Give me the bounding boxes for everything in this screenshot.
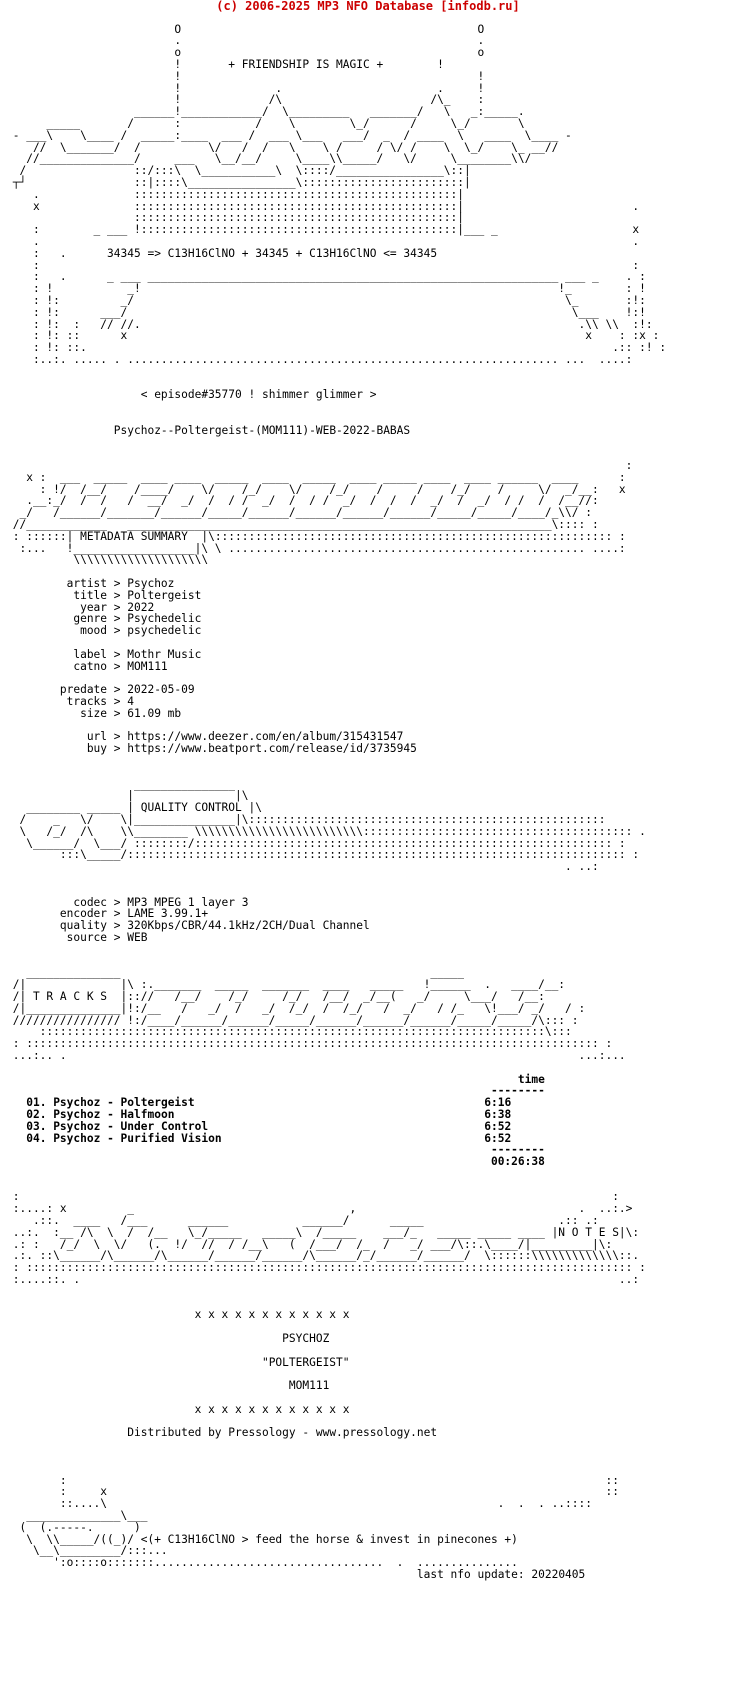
notes-album: "POLTERGEIST" [261, 1355, 350, 1369]
meta-year: 2022 [127, 600, 155, 614]
notes-distributed: Distributed by Pressology - www.pressolo… [127, 1426, 438, 1440]
metadata-section-title: METADATA SUMMARY [80, 529, 188, 543]
track-1-title: Psychoz - Poltergeist [53, 1096, 195, 1110]
meta-buy: https://www.beatport.com/release/id/3735… [127, 742, 417, 756]
header-episode: < episode#35770 ! shimmer glimmer > [140, 388, 377, 402]
track-3-time: 6:52 [484, 1119, 512, 1133]
quality-encoder: LAME 3.99.1+ [127, 907, 209, 921]
tracks-time-header: time [517, 1072, 545, 1086]
meta-title: Poltergeist [127, 588, 202, 602]
quality-section-title: QUALITY CONTROL [140, 801, 242, 815]
meta-genre: Psychedelic [127, 612, 202, 626]
tracks-total: 00:26:38 [490, 1155, 545, 1169]
quality-source: WEB [127, 930, 148, 944]
meta-mood: psychedelic [127, 624, 202, 638]
header-title: + FRIENDSHIP IS MAGIC + [228, 57, 384, 71]
meta-artist: Psychoz [127, 577, 175, 591]
track-2-title: Psychoz - Halfmoon [53, 1107, 175, 1121]
track-1-num: 01. [26, 1096, 47, 1110]
header-formula: 34345 => C13H16ClNO + 34345 + C13H16ClNO… [107, 246, 438, 260]
notes-catno: MOM111 [288, 1379, 330, 1393]
quality-codec: MP3 MPEG 1 layer 3 [127, 895, 249, 909]
meta-url: https://www.deezer.com/en/album/31543154… [127, 730, 404, 744]
notes-stars-top: x x x x x x x x x x x x [194, 1308, 350, 1322]
track-2-num: 02. [26, 1107, 47, 1121]
track-4-time: 6:52 [484, 1131, 512, 1145]
meta-predate: 2022-05-09 [127, 683, 195, 697]
meta-catno: MOM111 [127, 659, 168, 673]
track-3-num: 03. [26, 1119, 47, 1133]
notes-artist: PSYCHOZ [282, 1332, 330, 1346]
track-2-time: 6:38 [484, 1107, 512, 1121]
track-4-num: 04. [26, 1131, 47, 1145]
track-4-title: Psychoz - Purified Vision [53, 1131, 222, 1145]
notes-stars-bottom: x x x x x x x x x x x x [194, 1402, 350, 1416]
meta-label: Mothr Music [127, 647, 202, 661]
tracks-section-title: T R A C K S [32, 989, 108, 1003]
footer-last-update: last nfo update: 20220405 [416, 1567, 586, 1581]
track-1-time: 6:16 [484, 1096, 512, 1110]
copyright-text: (c) 2006-2025 MP3 NFO Database [infodb.r… [216, 0, 520, 13]
copyright-banner: (c) 2006-2025 MP3 NFO Database [infodb.r… [0, 0, 736, 13]
track-3-title: Psychoz - Under Control [53, 1119, 209, 1133]
release-name: Psychoz--Poltergeist-(MOM111)-WEB-2022-B… [113, 423, 411, 437]
meta-size: 61.09 mb [127, 706, 182, 720]
quality-quality: 320Kbps/CBR/44.1kHz/2CH/Dual Channel [127, 919, 370, 933]
footer-tagline: <(+ C13H16ClNO > feed the horse & invest… [140, 1532, 518, 1546]
nfo-document: O O . . o o [12, 22, 667, 1581]
meta-tracks: 4 [127, 695, 134, 709]
